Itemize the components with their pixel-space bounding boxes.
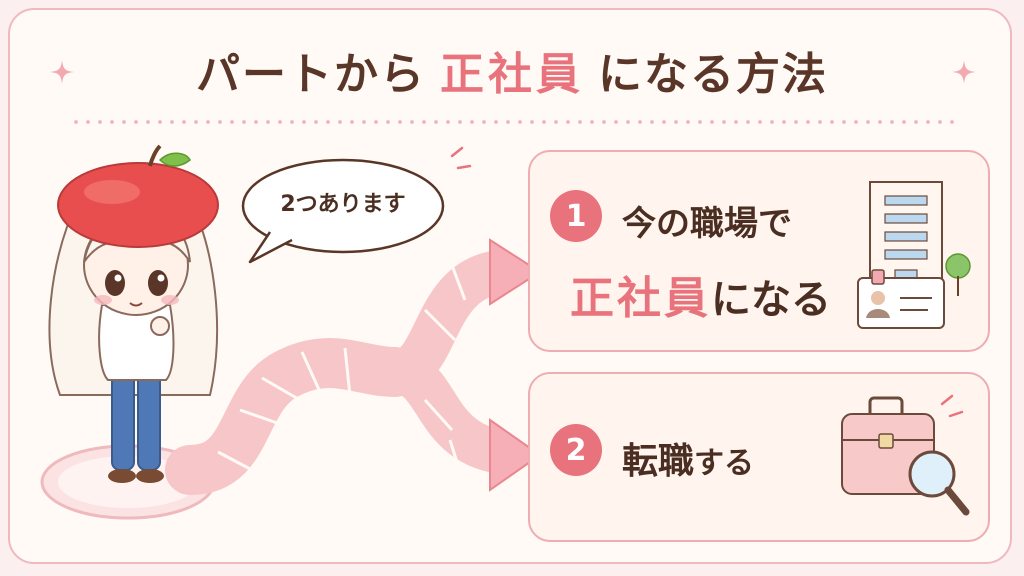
- apple-leaf-icon: [158, 152, 191, 167]
- path-branch-lower: [392, 350, 506, 474]
- speech-bubble-text: 2つあります: [280, 192, 406, 217]
- dotted-divider: [70, 120, 954, 124]
- option-1-rest: になる: [711, 277, 831, 323]
- option-2-rest: する: [694, 446, 755, 481]
- page-title: パートから正社員になる方法: [0, 38, 1024, 102]
- title-suffix: になる方法: [598, 49, 828, 100]
- title-highlight: 正社員: [440, 49, 584, 100]
- arrow-lower-icon: [489, 418, 542, 492]
- apple-stem: [148, 144, 162, 167]
- girl-blush: [94, 295, 112, 305]
- sparkle-icon: [952, 60, 976, 84]
- girl-mouth: [129, 302, 143, 307]
- option-1-line1: 今の職場で: [622, 204, 792, 244]
- option-1-line2: 正社員になる: [570, 262, 831, 326]
- title-prefix: パートから: [196, 49, 426, 100]
- sparkle-icon: [50, 60, 74, 84]
- arrow-upper-icon: [489, 238, 542, 306]
- speech-bubble: [241, 158, 445, 254]
- option-1-highlight: 正社員: [570, 273, 711, 324]
- girl-hand: [150, 316, 170, 336]
- option-number-badge: 1: [550, 190, 602, 242]
- option-number-badge: 2: [550, 424, 602, 476]
- girl-shoe: [108, 469, 136, 483]
- emphasis-lines-icon: [450, 146, 472, 170]
- option-2-line1: 転職する: [622, 432, 754, 484]
- girl-shoe: [136, 469, 164, 483]
- path-tile-lines: [217, 259, 467, 479]
- option-2-main: 転職: [622, 441, 695, 482]
- speech-bubble-tail: [248, 231, 293, 264]
- girl-blush: [161, 295, 179, 305]
